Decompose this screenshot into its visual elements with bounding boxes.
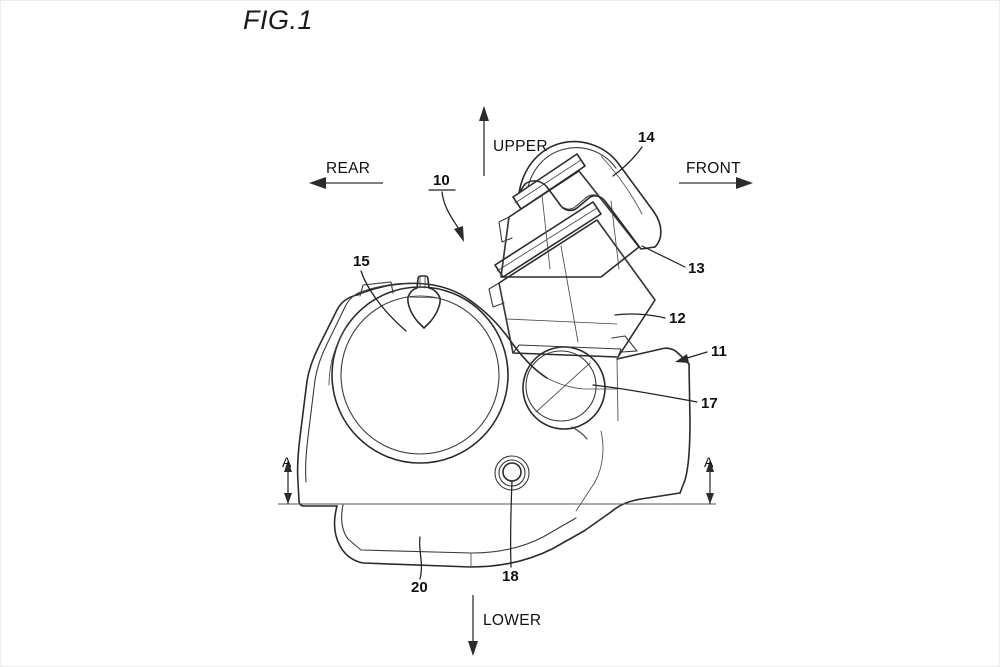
orientation-lower: LOWER xyxy=(468,595,541,656)
cylinder-block-12 xyxy=(488,219,656,358)
clutch-cover-17 xyxy=(522,346,606,440)
ref-18-label: 18 xyxy=(502,568,519,585)
orientation-rear: REAR xyxy=(309,160,383,189)
cylinder-head-13 xyxy=(498,170,640,278)
ref-13-label: 13 xyxy=(688,260,705,277)
figure-title: FIG.1 xyxy=(243,5,314,35)
ref-12: 12 xyxy=(614,310,686,327)
orientation-front-label: FRONT xyxy=(686,160,741,177)
ref-15: 15 xyxy=(353,253,407,332)
section-marker-left-label: A xyxy=(282,454,292,470)
case-tab-15 xyxy=(359,281,394,297)
cylinder-assembly xyxy=(488,140,662,358)
orientation-front: FRONT xyxy=(679,160,753,189)
section-marker-right-label: A xyxy=(704,454,714,470)
orientation-rear-label: REAR xyxy=(326,160,370,177)
oil-pan-20 xyxy=(333,504,585,568)
ref-20: 20 xyxy=(411,536,428,596)
orientation-upper-label: UPPER xyxy=(493,138,548,155)
generator-cover xyxy=(328,286,509,464)
section-marker-right: A xyxy=(704,454,714,504)
ref-17-label: 17 xyxy=(701,395,718,412)
head-cover-14 xyxy=(518,140,662,250)
head-joint-band xyxy=(494,201,602,278)
ref-20-label: 20 xyxy=(411,579,428,596)
crankcase-inner-contours xyxy=(546,358,619,512)
ref-14-label: 14 xyxy=(638,129,655,146)
ref-11-label: 11 xyxy=(711,343,727,360)
orientation-lower-label: LOWER xyxy=(483,612,541,629)
ref-15-label: 15 xyxy=(353,253,370,270)
breather-fitting xyxy=(407,275,441,329)
ref-10-label: 10 xyxy=(433,172,450,189)
ref-11: 11 xyxy=(675,343,727,363)
section-marker-left: A xyxy=(282,454,292,504)
orientation-upper: UPPER xyxy=(479,106,548,176)
ref-12-label: 12 xyxy=(669,310,686,327)
ref-17: 17 xyxy=(592,384,718,412)
crankcase-outline xyxy=(296,282,691,532)
ref-18: 18 xyxy=(502,480,519,585)
head-cover-joint xyxy=(512,153,586,210)
ref-10: 10 xyxy=(428,172,464,242)
ref-13: 13 xyxy=(641,245,705,277)
ref-14: 14 xyxy=(612,129,655,177)
